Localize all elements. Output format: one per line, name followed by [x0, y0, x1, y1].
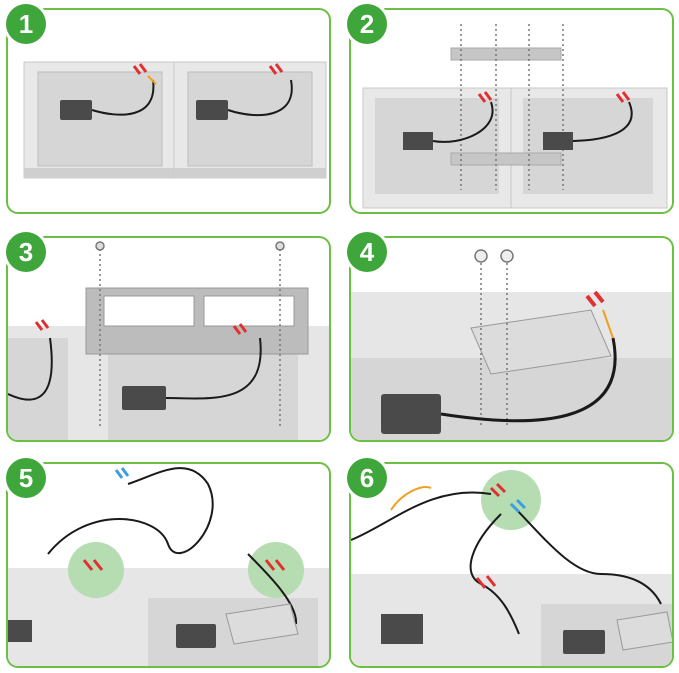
step-3-illustration [8, 241, 329, 440]
step-2-illustration [362, 24, 668, 209]
cable [572, 101, 633, 142]
connector-red-icon [82, 559, 286, 571]
junction-box-icon [563, 630, 605, 654]
step-1-illustration [23, 61, 327, 179]
step-3-panel [6, 236, 331, 442]
cable [227, 79, 293, 117]
step-number: 2 [359, 9, 375, 39]
wire-orange [390, 486, 432, 511]
cable [165, 337, 262, 400]
cable [432, 101, 494, 143]
cable [440, 337, 617, 423]
screw-icon [95, 241, 285, 428]
connector-red-icon [475, 482, 507, 589]
junction-box-icon [122, 386, 166, 410]
connector-blue-icon [114, 467, 130, 479]
junction-box-icon [196, 100, 228, 120]
wire-orange [147, 75, 157, 85]
highlight [481, 470, 541, 530]
junction-box-icon [176, 624, 216, 648]
step-badge-3: 3 [6, 232, 46, 272]
step-6-illustration [351, 470, 672, 666]
mounting-bracket [616, 611, 672, 651]
junction-box-icon [60, 100, 92, 120]
wire-orange [602, 309, 614, 339]
step-number: 4 [359, 237, 375, 267]
step-6-panel [349, 462, 674, 668]
solar-panel-right [173, 61, 327, 179]
solar-panel-left [23, 61, 177, 179]
connector-red-icon [585, 290, 605, 308]
connector-red-icon [268, 63, 284, 75]
junction-box-icon [8, 620, 32, 642]
step-badge-5: 5 [6, 458, 46, 498]
junction-box-icon [381, 394, 441, 434]
junction-box-icon [543, 132, 573, 150]
step-1-panel [6, 8, 331, 214]
step-badge-6: 6 [347, 458, 387, 498]
step-number: 6 [359, 463, 375, 493]
cable [8, 337, 53, 401]
connector-red-icon [34, 319, 248, 335]
cable [351, 491, 492, 541]
step-number: 3 [18, 237, 34, 267]
screw-icon [474, 249, 514, 428]
step-badge-4: 4 [347, 232, 387, 272]
connector-blue-icon [509, 498, 527, 514]
step-4-panel [349, 236, 674, 442]
highlight [68, 542, 124, 598]
mounting-bracket-bottom [450, 152, 562, 166]
cable [510, 503, 662, 605]
solar-panels [362, 87, 668, 209]
cable [47, 467, 214, 555]
mounting-bracket [225, 603, 299, 645]
connector-red-icon [132, 63, 148, 75]
step-5-illustration [8, 467, 329, 666]
cable [91, 79, 155, 116]
cable [247, 553, 298, 625]
step-number: 5 [18, 463, 34, 493]
highlight [248, 542, 304, 598]
step-5-panel [6, 462, 331, 668]
step-badge-2: 2 [347, 4, 387, 44]
step-4-illustration [351, 249, 672, 440]
connector-red-icon [477, 91, 631, 103]
mounting-bracket-top [450, 47, 562, 61]
step-2-panel [349, 8, 674, 214]
junction-box-icon [381, 614, 423, 644]
junction-box-icon [403, 132, 433, 150]
mounting-bracket [470, 309, 612, 375]
step-badge-1: 1 [6, 4, 46, 44]
step-number: 1 [18, 9, 34, 39]
